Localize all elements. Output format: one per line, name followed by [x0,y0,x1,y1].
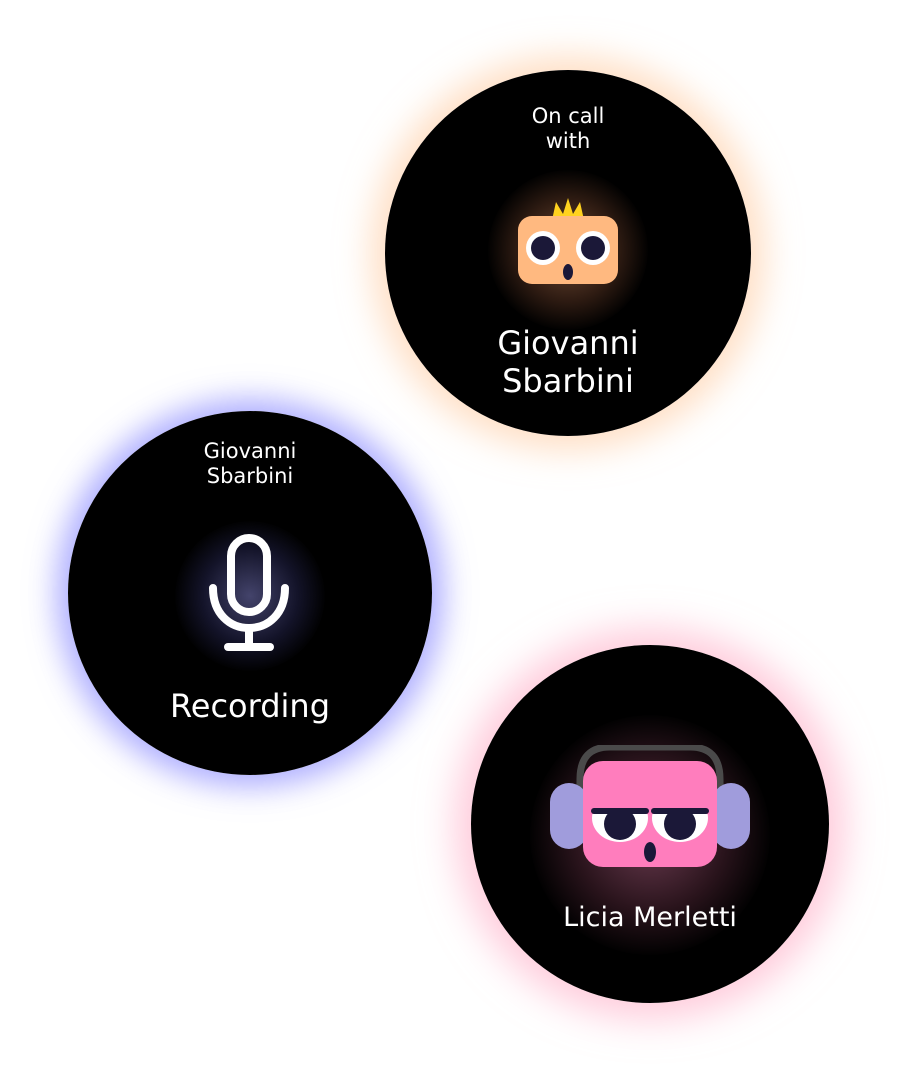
recording-screen[interactable]: Giovanni Sbarbini Recording [68,411,432,775]
music-contact-name: Licia Merletti [563,902,737,933]
call-screen[interactable]: On call with Giovanni Sbarbini [385,70,751,436]
owl-headphones-avatar-icon [550,745,750,871]
recording-status-label: Recording [169,687,331,725]
recording-contact-name: Giovanni Sbarbini [203,439,297,488]
call-status-label: On call with [531,104,605,153]
music-screen[interactable]: Licia Merletti [471,645,829,1003]
owl-crown-avatar-icon [514,198,622,290]
microphone-icon[interactable] [208,534,290,654]
call-contact-name: Giovanni Sbarbini [497,324,639,400]
